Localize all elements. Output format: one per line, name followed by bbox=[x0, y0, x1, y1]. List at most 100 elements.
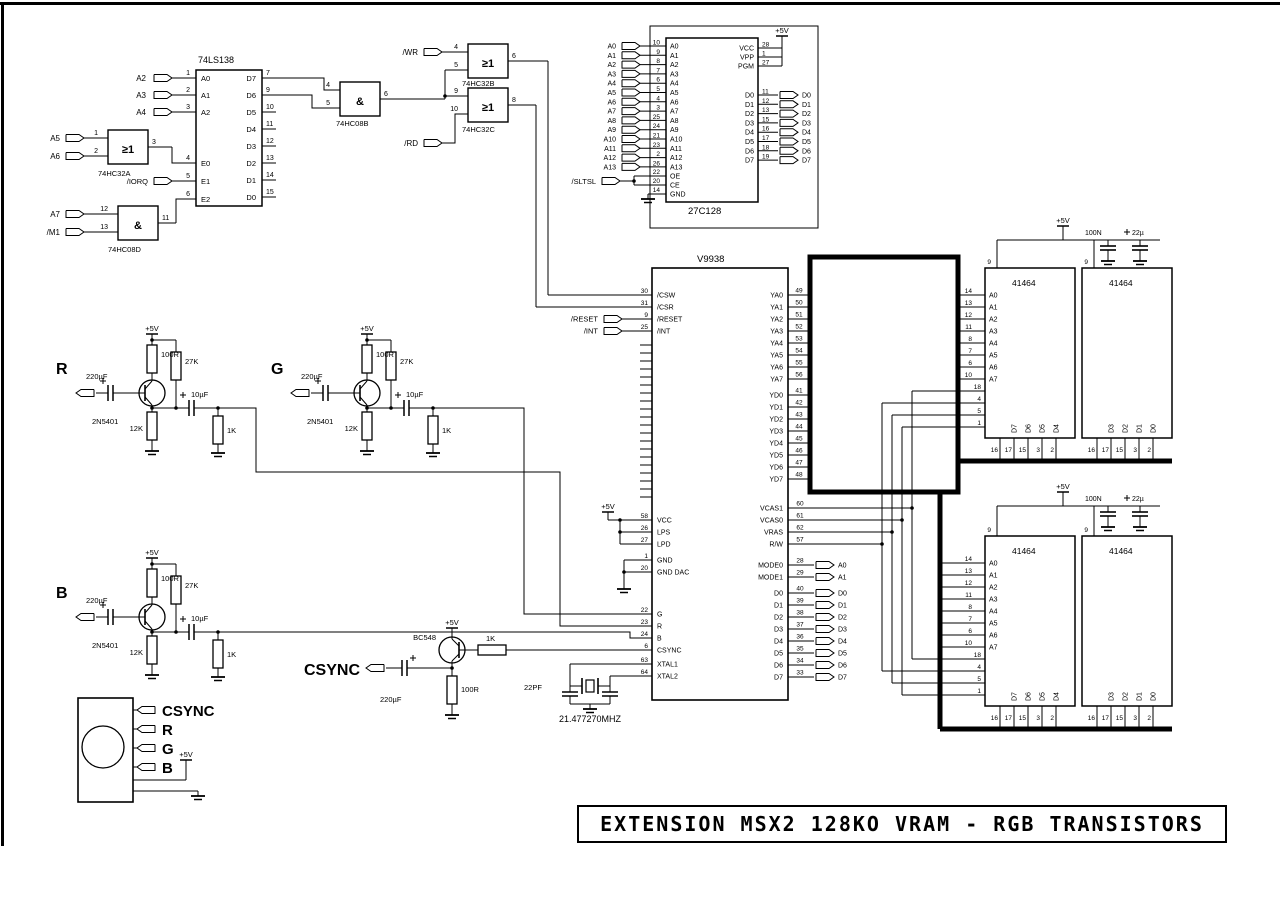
resistor bbox=[427, 415, 439, 445]
title-block bbox=[577, 805, 1227, 843]
signal-flag-icon bbox=[621, 88, 641, 97]
pin-name: A5 bbox=[670, 90, 679, 97]
pin-name: YA4 bbox=[770, 341, 783, 348]
signal-flag-icon bbox=[153, 91, 173, 99]
signal-label: D5 bbox=[838, 651, 847, 658]
signal-label: A7 bbox=[50, 210, 60, 219]
pin-name: A3 bbox=[670, 71, 679, 78]
pin-number: 30 bbox=[641, 288, 649, 295]
pin-name: A7 bbox=[670, 109, 679, 116]
pin-name: D5 bbox=[1040, 692, 1047, 701]
wire bbox=[442, 113, 468, 144]
signal-label: A2 bbox=[607, 62, 616, 69]
signal-flag-icon bbox=[815, 613, 835, 621]
junction-dot bbox=[632, 179, 636, 183]
pin-name: A5 bbox=[989, 353, 998, 360]
signal-label: /SLTSL bbox=[572, 177, 596, 186]
component-value: 27K bbox=[185, 357, 198, 366]
signal-label: D5 bbox=[802, 139, 811, 146]
pin-number: 5 bbox=[454, 62, 458, 69]
pin-number: 44 bbox=[795, 424, 803, 431]
component-value: 2N5401 bbox=[307, 417, 333, 426]
pin-name: D4 bbox=[745, 130, 754, 137]
pin-name: A4 bbox=[670, 81, 679, 88]
pin-number: 25 bbox=[653, 114, 661, 121]
signal-flag-icon bbox=[621, 125, 641, 134]
signal-flag-icon bbox=[136, 706, 156, 714]
component-value: 220µF bbox=[301, 372, 323, 381]
pin-number: 16 bbox=[991, 447, 999, 454]
pin-name: YA2 bbox=[770, 317, 783, 324]
signal-flag-icon bbox=[621, 162, 641, 171]
ic-dram bbox=[1081, 535, 1173, 707]
signal-flag-icon bbox=[815, 573, 835, 581]
pin-name: E0 bbox=[201, 159, 210, 168]
plus5v-label: +5V bbox=[775, 26, 789, 35]
pin-name: A6 bbox=[670, 99, 679, 106]
pin-number: 15 bbox=[266, 189, 274, 196]
pin-name: D7 bbox=[774, 675, 783, 682]
ic-label: 41464 bbox=[1109, 278, 1133, 288]
pin-number: 9 bbox=[1084, 259, 1088, 266]
component-value: 100R bbox=[161, 574, 180, 583]
wire bbox=[230, 631, 652, 639]
pin-name: D3 bbox=[745, 120, 754, 127]
pin-number: 12 bbox=[965, 580, 973, 587]
pin-number: 51 bbox=[795, 312, 803, 319]
pin-number: 7 bbox=[266, 70, 270, 77]
component-value: 220µF bbox=[86, 596, 108, 605]
gate-symbol: ≥1 bbox=[122, 144, 134, 156]
pin-number: 8 bbox=[512, 97, 516, 104]
pin-number: 6 bbox=[968, 360, 972, 367]
signal-flag-icon bbox=[136, 725, 156, 733]
pin-number: 10 bbox=[965, 372, 973, 379]
pin-number: 3 bbox=[1036, 715, 1040, 722]
signal-flag-icon bbox=[779, 118, 799, 127]
wire bbox=[230, 407, 652, 627]
channel-label: G bbox=[271, 361, 283, 378]
signal-flag-icon bbox=[779, 109, 799, 118]
pin-name: VPP bbox=[740, 55, 754, 62]
pin-name: PGM bbox=[738, 64, 754, 71]
ic-label: V9938 bbox=[697, 254, 724, 265]
wire bbox=[144, 380, 153, 390]
pin-number: 2 bbox=[1050, 447, 1054, 454]
wire bbox=[144, 620, 153, 630]
ic-label: 27C128 bbox=[688, 206, 721, 217]
pin-name: YA1 bbox=[770, 305, 783, 312]
pin-number: 9 bbox=[1084, 527, 1088, 534]
gate-symbol: ≥1 bbox=[482, 58, 494, 70]
pin-number: 16 bbox=[1088, 715, 1096, 722]
pin-name: CSYNC bbox=[657, 648, 682, 655]
signal-flag-icon bbox=[815, 561, 835, 569]
pin-name: D0 bbox=[246, 193, 256, 202]
signal-flag-icon bbox=[779, 137, 799, 146]
pin-number: 29 bbox=[796, 570, 804, 577]
signal-label: A5 bbox=[607, 90, 616, 97]
pin-number: 4 bbox=[326, 82, 330, 89]
pin-name: D3 bbox=[246, 142, 256, 151]
pin-number: 10 bbox=[450, 106, 458, 113]
signal-label: A11 bbox=[604, 146, 616, 153]
signal-label: D3 bbox=[802, 120, 811, 127]
pin-name: LPS bbox=[657, 530, 671, 537]
pin-number: 27 bbox=[762, 60, 770, 67]
signal-flag-icon bbox=[290, 389, 310, 397]
pin-number: 9 bbox=[656, 49, 660, 56]
pin-number: 5 bbox=[186, 173, 190, 180]
pin-number: 17 bbox=[762, 135, 770, 142]
gate-symbol: ≥1 bbox=[482, 102, 494, 114]
signal-flag-icon bbox=[603, 315, 623, 323]
pin-name: A1 bbox=[670, 53, 679, 60]
ic-dram bbox=[984, 267, 1076, 439]
signal-flag-icon bbox=[621, 153, 641, 162]
pin-number: 48 bbox=[795, 472, 803, 479]
signal-label: A2 bbox=[136, 74, 146, 83]
pin-number: 2 bbox=[1050, 715, 1054, 722]
signal-label: /IORQ bbox=[127, 177, 148, 186]
signal-flag-icon bbox=[779, 128, 799, 137]
wire bbox=[276, 77, 340, 91]
pin-name: A7 bbox=[989, 645, 998, 652]
signal-flag-icon bbox=[779, 91, 799, 99]
pin-number: 47 bbox=[795, 460, 803, 467]
